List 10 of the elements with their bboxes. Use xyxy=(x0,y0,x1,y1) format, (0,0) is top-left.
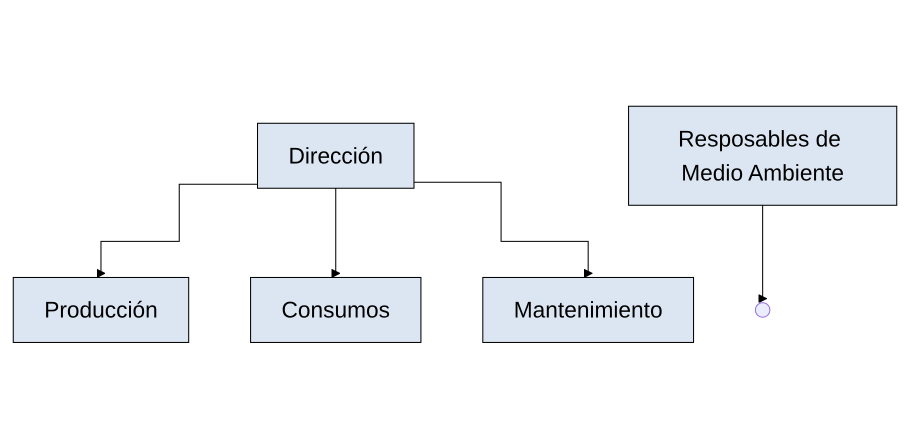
node-box xyxy=(250,276,422,343)
node-box xyxy=(482,276,694,343)
node-box xyxy=(257,122,414,188)
arrow xyxy=(414,181,593,278)
arrow xyxy=(96,183,258,278)
node-box xyxy=(628,105,898,206)
arrow xyxy=(331,187,340,278)
arrow xyxy=(758,204,768,303)
diagram-drawing: Dirección Resposables de Medio Ambiente Producción Consumos Mantenimiento xyxy=(5,98,905,350)
node-box xyxy=(12,276,190,343)
